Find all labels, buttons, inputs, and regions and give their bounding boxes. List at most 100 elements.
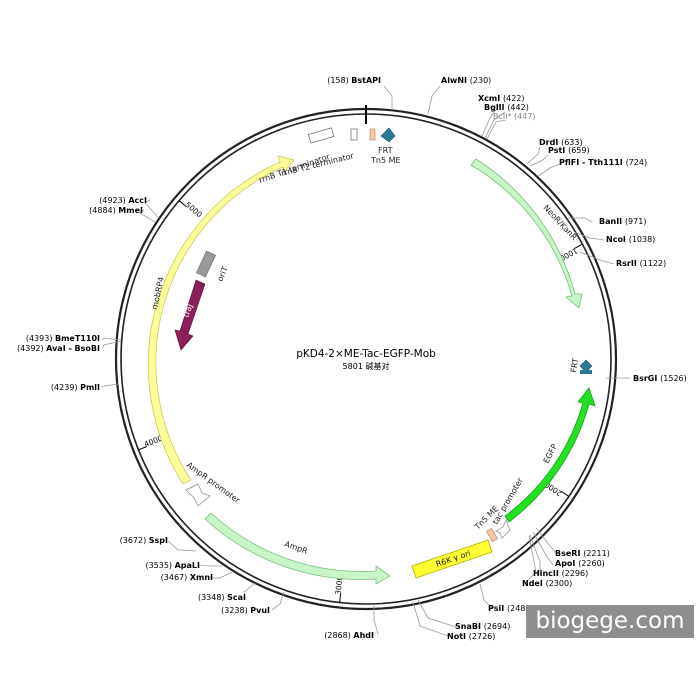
restriction-site-name: AhdI [353, 631, 374, 640]
restriction-site-position: (971) [625, 217, 647, 226]
restriction-site-position: (1526) [660, 374, 687, 383]
rrnb-t2-box[interactable] [350, 128, 358, 141]
restriction-site-position: (1122) [640, 259, 667, 268]
ampr-promoter-arrow[interactable] [185, 483, 211, 507]
restriction-site-position: (4392) [17, 344, 46, 353]
restriction-site-position: (2260) [578, 559, 605, 568]
restriction-site-name: ScaI [227, 593, 246, 602]
restriction-site-name: SnaBI [455, 622, 484, 631]
restriction-site-name: AvaI - BsoBI [46, 344, 100, 353]
restriction-site-label: (3348) ScaI [198, 593, 246, 602]
restriction-site-position: (230) [470, 76, 492, 85]
frt-marker-right[interactable] [579, 359, 593, 373]
restriction-site-name: BstAPI [351, 76, 381, 85]
restriction-site-label: (4923) AccI [99, 196, 147, 205]
restriction-site-name: MmeI [118, 206, 143, 215]
restriction-site-label: BanII (971) [599, 217, 646, 226]
restriction-site-name: BglII [484, 103, 507, 112]
restriction-site-name: ApaLI [175, 561, 200, 570]
restriction-site-label: AlwNI (230) [441, 76, 491, 85]
restriction-site-position: (3535) [145, 561, 174, 570]
restriction-site-position: (447) [514, 112, 536, 121]
plasmid-name: pKD4-2×ME-Tac-EGFP-Mob [296, 348, 436, 360]
tn5-me-box-top[interactable] [369, 128, 376, 141]
frt-label-right: FRT [569, 357, 580, 373]
restriction-site-name: PvuI [250, 606, 270, 615]
restriction-site-label: (3467) XmnI [161, 573, 213, 582]
tac-promoter-arrow[interactable] [495, 519, 511, 539]
scale-tick [339, 593, 342, 603]
restriction-site-name: NcoI [606, 235, 629, 244]
restriction-site-name: AlwNI [441, 76, 470, 85]
frt-marker-top[interactable] [380, 127, 396, 143]
restriction-site-name: DrdI [539, 138, 561, 147]
restriction-site-label: (4884) MmeI [89, 206, 143, 215]
scale-tick-label: 3000 [333, 575, 344, 595]
ampr-label: AmpR [283, 539, 309, 556]
scale-tick [178, 200, 187, 207]
watermark-banner: biogege.com [526, 605, 694, 638]
restriction-site-name: BmeT110I [55, 334, 100, 343]
orit-box[interactable] [195, 250, 217, 278]
restriction-site-position: (2300) [546, 579, 573, 588]
restriction-site-label: (158) BstAPI [327, 76, 381, 85]
plasmid-size: 5801 碱基对 [343, 361, 390, 371]
traj-label: traJ [181, 303, 194, 319]
ampr-promoter-label: AmpR promoter [185, 460, 242, 505]
restriction-site-label: HincII (2296) [533, 569, 588, 578]
restriction-site-position: (442) [507, 103, 529, 112]
restriction-site-name: PmlI [80, 383, 100, 392]
restriction-site-label: (4392) AvaI - BsoBI [17, 344, 100, 353]
restriction-site-label: (3535) ApaLI [145, 561, 200, 570]
restriction-site-position: (3672) [120, 536, 149, 545]
restriction-site-name: BanII [599, 217, 625, 226]
restriction-site-position: (659) [568, 146, 590, 155]
restriction-site-label: PstI (659) [548, 146, 590, 155]
mobrp4-arrow[interactable] [147, 155, 295, 485]
restriction-site-name: RsrII [616, 259, 640, 268]
egfp-arrow[interactable] [504, 387, 596, 523]
restriction-site-label: DrdI (633) [539, 138, 583, 147]
r6k-ori-box[interactable] [411, 539, 493, 579]
restriction-site-name: BseRI [555, 549, 583, 558]
rrnb-t1-box[interactable] [307, 127, 335, 144]
restriction-site-label: ApoI (2260) [555, 559, 605, 568]
ampr-arrow[interactable] [204, 512, 391, 585]
restriction-site-label: (3238) PvuI [221, 606, 270, 615]
restriction-site-position: (2694) [484, 622, 511, 631]
restriction-site-name: PsiI [488, 604, 507, 613]
restriction-site-position: (4884) [89, 206, 118, 215]
restriction-site-position: (2211) [583, 549, 610, 558]
scale-tick [138, 446, 148, 451]
restriction-site-label: PflFI - Tth111I (724) [559, 158, 647, 167]
restriction-site-label: NcoI (1038) [606, 235, 655, 244]
restriction-site-position: (4923) [99, 196, 128, 205]
restriction-site-position: (1038) [629, 235, 656, 244]
restriction-site-position: (3348) [198, 593, 227, 602]
restriction-site-position: (4393) [26, 334, 55, 343]
tn5-me-box-bottom[interactable] [485, 527, 499, 543]
restriction-site-name: BclI* [493, 112, 514, 121]
scale-tick-label: 5000 [184, 200, 205, 219]
restriction-site-name: BsrGI [633, 374, 660, 383]
restriction-site-label: BclI* (447) [493, 112, 536, 121]
orit-label: oriT [216, 265, 230, 283]
restriction-site-label: NotI (2726) [447, 632, 495, 641]
restriction-site-label: PsiI (2485) [488, 604, 534, 613]
restriction-site-label: NdeI (2300) [522, 579, 572, 588]
tn5-me-label-top: Tn5 ME [370, 156, 401, 165]
neor-kanr-arrow[interactable] [470, 158, 583, 309]
restriction-site-name: XmnI [190, 573, 213, 582]
restriction-site-name: NdeI [522, 579, 546, 588]
traj-arrow[interactable] [174, 279, 206, 351]
restriction-site-position: (3467) [161, 573, 190, 582]
restriction-site-position: (3238) [221, 606, 250, 615]
restriction-site-label: BseRI (2211) [555, 549, 610, 558]
restriction-site-position: (2726) [469, 632, 496, 641]
restriction-site-position: (2868) [324, 631, 353, 640]
frt-label-top: FRT [378, 146, 393, 155]
restriction-site-name: PstI [548, 146, 568, 155]
scale-tick [561, 490, 570, 497]
restriction-site-label: (3672) SspI [120, 536, 168, 545]
